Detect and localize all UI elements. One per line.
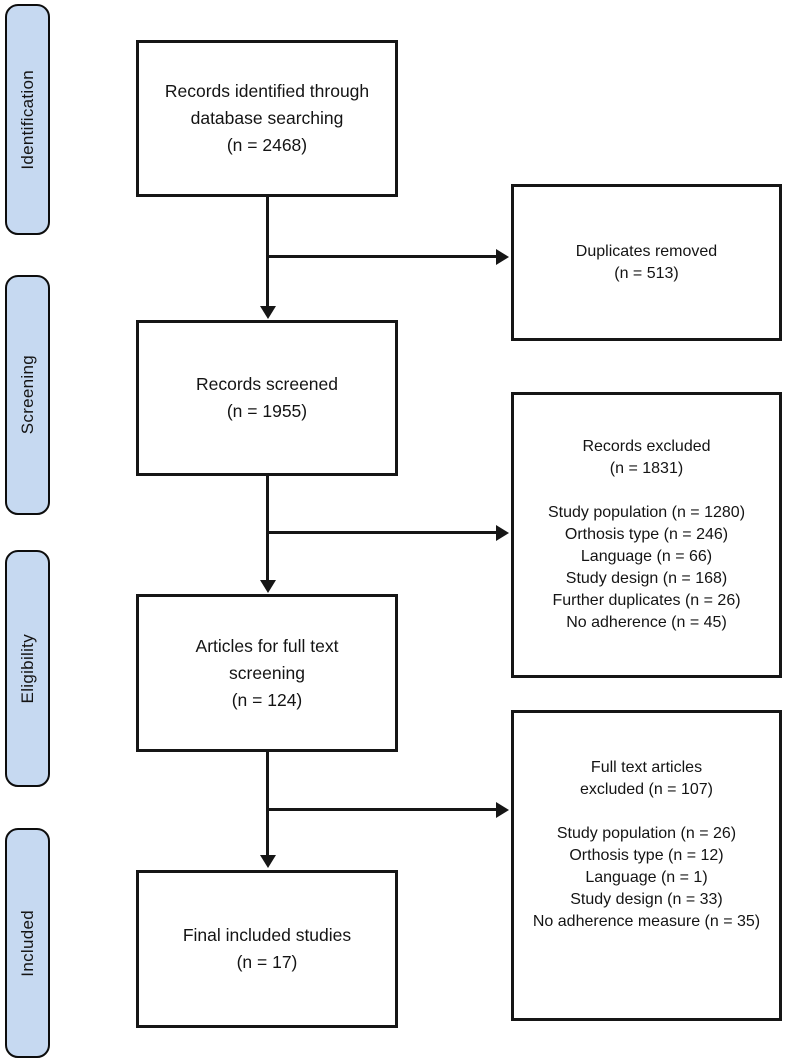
arrow-down-icon [259, 306, 276, 319]
exclusion-box-duplicates-removed: Duplicates removed (n = 513) [511, 184, 782, 341]
stage-label-identification: Identification [5, 4, 50, 235]
stage-label-text: Screening [17, 355, 37, 435]
stage-label-included: Included [5, 828, 50, 1058]
connector-full-text-to-included [266, 752, 269, 856]
flow-box-text: Records identified through database sear… [164, 81, 370, 155]
connector-screened-to-full-text [266, 476, 269, 581]
flow-box-text: Records screened (n = 1955) [195, 374, 339, 421]
connector-to-full-text-excluded [268, 808, 497, 811]
stage-label-text: Identification [17, 69, 37, 170]
exclusion-box-text: Records excluded (n = 1831) Study popula… [547, 438, 746, 631]
arrow-right-icon [496, 248, 509, 265]
stage-label-text: Included [17, 909, 37, 977]
stage-label-screening: Screening [5, 275, 50, 515]
exclusion-box-text: Full text articles excluded (n = 107) St… [532, 759, 761, 930]
flow-box-text: Articles for full text screening (n = 12… [195, 635, 339, 710]
flow-box-final-included-studies: Final included studies (n = 17) [136, 870, 398, 1028]
connector-to-duplicates-removed [268, 255, 497, 258]
flow-box-text: Final included studies (n = 17) [182, 925, 352, 972]
arrow-right-icon [496, 801, 509, 818]
connector-to-records-excluded [268, 531, 497, 534]
flow-box-records-screened: Records screened (n = 1955) [136, 320, 398, 476]
stage-label-text: Eligibility [17, 633, 37, 704]
exclusion-box-text: Duplicates removed (n = 513) [575, 242, 718, 282]
flow-box-articles-full-text-screening: Articles for full text screening (n = 12… [136, 594, 398, 752]
arrow-down-icon [259, 855, 276, 868]
exclusion-box-records-excluded: Records excluded (n = 1831) Study popula… [511, 392, 782, 678]
flow-box-records-identified: Records identified through database sear… [136, 40, 398, 197]
exclusion-box-full-text-excluded: Full text articles excluded (n = 107) St… [511, 710, 782, 1021]
stage-label-eligibility: Eligibility [5, 550, 50, 787]
arrow-down-icon [259, 580, 276, 593]
connector-identified-to-screened [266, 197, 269, 306]
arrow-right-icon [496, 524, 509, 541]
